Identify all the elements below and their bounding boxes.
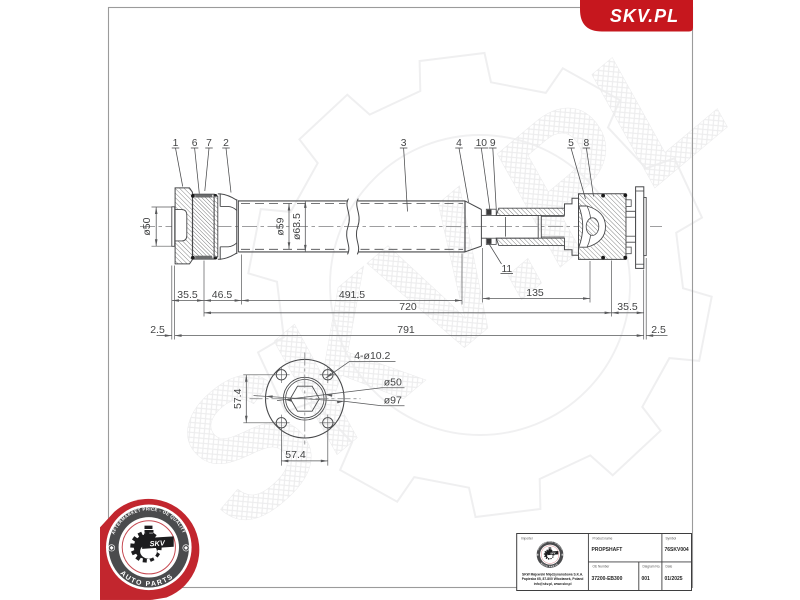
svg-text:ø59: ø59 [275, 217, 287, 235]
svg-text:491.5: 491.5 [339, 289, 365, 301]
svg-text:4-ø10.2: 4-ø10.2 [354, 350, 390, 362]
svg-text:2: 2 [223, 138, 229, 149]
svg-text:46.5: 46.5 [212, 289, 233, 301]
svg-text:PROPSHAFT: PROPSHAFT [592, 547, 623, 553]
svg-text:ø97: ø97 [384, 395, 402, 407]
svg-text:5: 5 [568, 138, 574, 149]
svg-text:SKV.PL: SKV.PL [610, 6, 679, 26]
svg-text:720: 720 [399, 301, 417, 313]
svg-text:OE Number: OE Number [593, 565, 611, 569]
svg-text:76SKV004: 76SKV004 [665, 547, 689, 553]
svg-text:135: 135 [526, 287, 544, 299]
svg-text:Diagram No.: Diagram No. [643, 565, 661, 569]
svg-text:35.5: 35.5 [617, 301, 638, 313]
svg-text:4: 4 [456, 138, 462, 149]
svg-text:ø50: ø50 [141, 217, 153, 235]
svg-text:SKW Majewski Międzynarodowa S.: SKW Majewski Międzynarodowa S.K.A. [522, 572, 583, 576]
svg-text:SKV: SKV [149, 538, 166, 548]
svg-text:ø63.5: ø63.5 [291, 213, 303, 240]
svg-text:ø50: ø50 [384, 376, 402, 388]
svg-text:57.4: 57.4 [232, 388, 244, 409]
svg-text:Papieska 65, 87-800 Włocławek,: Papieska 65, 87-800 Włocławek, Poland [522, 577, 584, 581]
svg-text:11: 11 [501, 264, 512, 275]
svg-text:10: 10 [476, 138, 488, 149]
svg-text:Date: Date [666, 565, 673, 569]
svg-text:7: 7 [206, 138, 212, 149]
svg-text:791: 791 [397, 324, 415, 336]
svg-text:1: 1 [173, 138, 179, 149]
svg-text:3: 3 [401, 138, 407, 149]
svg-text:001: 001 [642, 576, 651, 582]
svg-text:9: 9 [490, 138, 496, 149]
svg-text:6: 6 [192, 138, 198, 149]
svg-text:Importer: Importer [521, 537, 534, 541]
svg-text:info@skv.pl, www.skv.pl: info@skv.pl, www.skv.pl [534, 582, 572, 586]
svg-text:01/2025: 01/2025 [665, 576, 683, 582]
svg-text:57.4: 57.4 [285, 449, 306, 461]
svg-text:8: 8 [584, 138, 590, 149]
svg-text:SKV: SKV [550, 552, 556, 555]
svg-text:2.5: 2.5 [150, 324, 165, 336]
svg-text:Symbol: Symbol [666, 537, 677, 541]
svg-text:37200-EB300: 37200-EB300 [592, 576, 623, 582]
svg-text:Product name: Product name [593, 537, 613, 541]
svg-text:2.5: 2.5 [651, 324, 666, 336]
svg-text:35.5: 35.5 [177, 289, 198, 301]
